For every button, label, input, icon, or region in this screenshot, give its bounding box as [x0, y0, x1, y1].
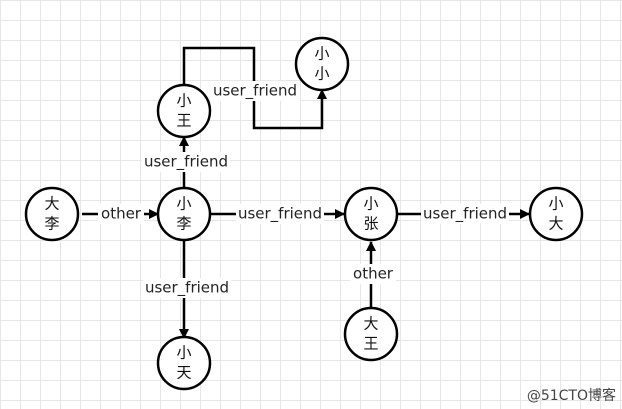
svg-text:小: 小 [176, 195, 191, 213]
svg-text:other: other [353, 265, 394, 283]
node-xiao-wang[interactable]: 小 王 [156, 83, 212, 139]
node-da-li[interactable]: 大 李 [24, 186, 80, 242]
svg-text:大: 大 [44, 195, 59, 213]
node-da-wang[interactable]: 大 王 [343, 306, 399, 362]
svg-text:user_friend: user_friend [238, 205, 322, 224]
node-xiao-xiao[interactable]: 小 小 [294, 36, 350, 92]
svg-text:小: 小 [548, 195, 563, 213]
node-xiao-li[interactable]: 小 李 [156, 186, 212, 242]
svg-text:王: 王 [363, 335, 378, 353]
svg-text:小: 小 [363, 195, 378, 213]
svg-text:小: 小 [176, 92, 191, 110]
svg-text:王: 王 [176, 112, 191, 130]
edge-label-xiaowang-xiaoxiao: user_friend [210, 81, 300, 101]
svg-text:小: 小 [176, 344, 191, 362]
svg-text:user_friend: user_friend [213, 82, 297, 101]
edge-label-xiaoli-xiaozhang: user_friend [236, 204, 324, 224]
svg-text:李: 李 [44, 215, 59, 233]
svg-text:小: 小 [314, 65, 329, 83]
svg-text:user_friend: user_friend [423, 205, 507, 224]
node-xiao-zhang[interactable]: 小 张 [343, 186, 399, 242]
edge-label-xiaoli-xiaowang: user_friend [142, 152, 230, 172]
edge-label-dawang-xiaozhang: other [350, 264, 396, 284]
svg-text:user_friend: user_friend [144, 153, 228, 172]
svg-text:大: 大 [363, 315, 378, 333]
edge-label-xiaoli-xiaotian: user_friend [143, 278, 231, 298]
watermark: @51CTO博客 [526, 388, 616, 404]
edge-label-dali-xiaoli: other [98, 204, 144, 224]
svg-text:张: 张 [363, 215, 378, 233]
svg-text:天: 天 [176, 364, 191, 382]
edge-label-xiaozhang-xiaoda: user_friend [421, 204, 509, 224]
svg-text:李: 李 [176, 215, 191, 233]
node-xiao-da[interactable]: 小 大 [528, 186, 584, 242]
svg-text:other: other [101, 205, 142, 223]
svg-text:user_friend: user_friend [145, 279, 229, 298]
node-xiao-tian[interactable]: 小 天 [156, 335, 212, 391]
svg-text:小: 小 [314, 45, 329, 63]
svg-text:大: 大 [548, 215, 563, 233]
